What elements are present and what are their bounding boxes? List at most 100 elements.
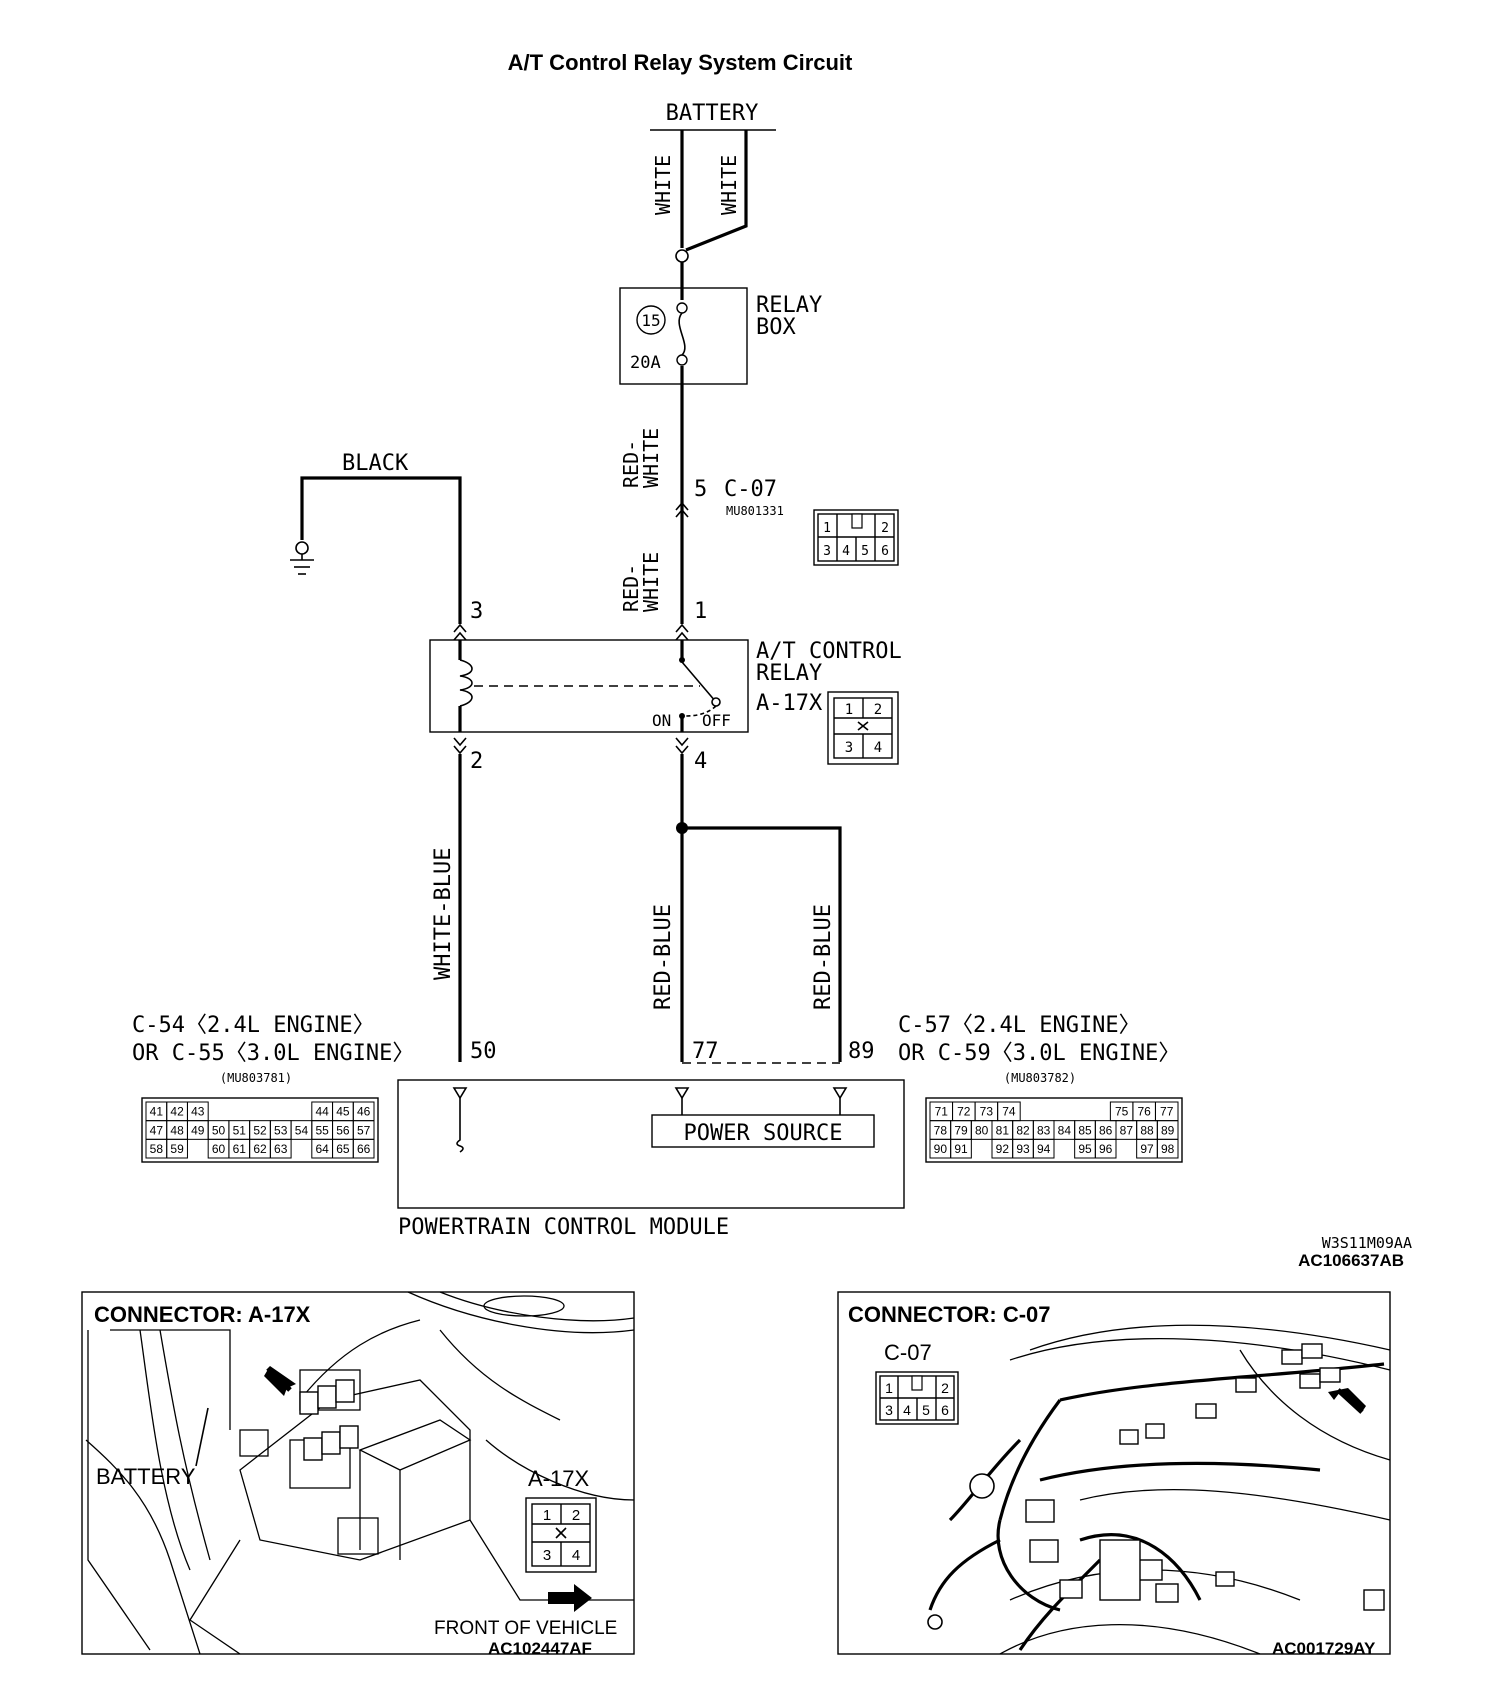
wire-color-red-blue-left: RED-BLUE bbox=[651, 904, 676, 1010]
figure-code-2: AC106637AB bbox=[1298, 1251, 1404, 1270]
a17x-pin-1: 1 bbox=[845, 702, 853, 718]
c07-name: C-07 bbox=[724, 477, 777, 502]
relay-pin2-mark bbox=[453, 737, 467, 755]
right-conn-pin-number: 96 bbox=[1099, 1142, 1113, 1156]
pcm-terminal-marks bbox=[452, 1087, 848, 1153]
left-conn-pin-number: 43 bbox=[191, 1105, 205, 1119]
right-conn-pin-number: 74 bbox=[1002, 1105, 1016, 1119]
left-conn-pin-number: 49 bbox=[191, 1123, 205, 1137]
panel-c07-heading: CONNECTOR: C-07 bbox=[848, 1302, 1051, 1327]
relay-pin4-mark bbox=[675, 737, 689, 755]
left-conn-pin-number: 45 bbox=[336, 1105, 350, 1119]
c07-pin-6: 6 bbox=[881, 544, 889, 559]
a17x-pin-2: 2 bbox=[874, 702, 882, 718]
power-source-label: POWER SOURCE bbox=[684, 1121, 843, 1146]
panel-c07-connector: C-07 bbox=[884, 1340, 932, 1365]
fuse-number: 15 bbox=[641, 311, 660, 330]
left-conn-cavity bbox=[166, 1138, 188, 1159]
right-conn-pin-number: 80 bbox=[975, 1123, 989, 1137]
engine-bay-illustration bbox=[85, 1291, 635, 1655]
relay-box-label-1: RELAY bbox=[756, 293, 822, 318]
ground-icon bbox=[290, 541, 314, 575]
pcm-pin-50: 50 bbox=[470, 1039, 497, 1064]
left-conn-part: (MU803781) bbox=[220, 1071, 292, 1085]
left-conn-pin-number: 53 bbox=[274, 1123, 288, 1137]
relay-pin3-mark bbox=[453, 623, 467, 641]
a17x-pin-4: 4 bbox=[874, 740, 882, 756]
left-conn-pin-number: 48 bbox=[170, 1123, 184, 1137]
left-conn-pin-number: 61 bbox=[233, 1142, 247, 1156]
right-conn-pin-number: 86 bbox=[1099, 1123, 1113, 1137]
c07-pin-1: 1 bbox=[823, 521, 831, 536]
panel-c07-pin-1: 1 bbox=[885, 1380, 893, 1396]
right-conn-pin-number: 72 bbox=[957, 1105, 971, 1119]
panel-a17x-heading: CONNECTOR: A-17X bbox=[94, 1302, 311, 1327]
panel-a17x-code: AC102447AF bbox=[488, 1639, 592, 1658]
right-conn-pin-number: 90 bbox=[934, 1142, 948, 1156]
splice-red-blue bbox=[676, 822, 688, 834]
right-conn-line-2: OR C-59〈3.0L ENGINE〉 bbox=[898, 1041, 1180, 1066]
right-conn-pin-number: 84 bbox=[1058, 1123, 1072, 1137]
left-conn-pin-number: 58 bbox=[150, 1142, 164, 1156]
relay-pin-2: 2 bbox=[470, 749, 483, 774]
right-conn-pin-number: 71 bbox=[935, 1105, 949, 1119]
wire-red-blue-right bbox=[682, 826, 842, 1062]
panel-connector-a17x: CONNECTOR: A-17X bbox=[81, 1291, 635, 1658]
right-conn-pin-number: 82 bbox=[1016, 1123, 1030, 1137]
right-conn-pin-number: 88 bbox=[1140, 1123, 1154, 1137]
left-conn-pin-number: 50 bbox=[212, 1123, 226, 1137]
left-conn-pin-number: 65 bbox=[336, 1142, 350, 1156]
battery-leader bbox=[195, 1407, 209, 1467]
relay-box-label-2: BOX bbox=[756, 315, 796, 340]
right-conn-pin-number: 73 bbox=[980, 1105, 994, 1119]
left-conn-cavity bbox=[269, 1138, 292, 1159]
c07-pin-4: 4 bbox=[842, 544, 850, 559]
left-conn-pin-number: 55 bbox=[316, 1123, 330, 1137]
relay-pin-4: 4 bbox=[694, 749, 707, 774]
c07-pin-2: 2 bbox=[881, 521, 889, 536]
left-conn-pin-number: 41 bbox=[150, 1105, 164, 1119]
powertrain-control-module bbox=[397, 1079, 905, 1209]
c07-part: MU801331 bbox=[726, 504, 784, 518]
wire-color-red-blue-right: RED-BLUE bbox=[811, 904, 836, 1010]
panel-c07-pin-3: 3 bbox=[885, 1402, 893, 1418]
relay-block-illustration bbox=[299, 1379, 359, 1461]
page-title: A/T Control Relay System Circuit bbox=[508, 50, 853, 75]
battery-label: BATTERY bbox=[666, 101, 759, 126]
panel-a17x-pin-4: 4 bbox=[572, 1547, 580, 1564]
left-conn-pin-number: 59 bbox=[170, 1142, 184, 1156]
relay-pin-3: 3 bbox=[470, 599, 483, 624]
a17x-connector-face bbox=[827, 691, 899, 765]
wire-color-white-blue: WHITE-BLUE bbox=[431, 848, 456, 980]
relay-connector-name: A-17X bbox=[756, 691, 823, 716]
wire-color-white-right: WHITE bbox=[717, 155, 741, 215]
relay-switch-arc bbox=[685, 705, 717, 717]
fuse-rating: 20A bbox=[630, 353, 661, 373]
left-conn-cavity bbox=[352, 1138, 375, 1159]
wire-label-line: WHITE bbox=[639, 428, 663, 488]
right-conn-pin-number: 89 bbox=[1161, 1123, 1175, 1137]
wire-label-line: WHITE bbox=[639, 552, 663, 612]
left-conn-pin-number: 63 bbox=[274, 1142, 288, 1156]
relay-coil-icon bbox=[459, 659, 473, 707]
right-conn-pin-number: 98 bbox=[1161, 1142, 1175, 1156]
at-control-relay bbox=[429, 639, 749, 733]
fuse-icon bbox=[678, 312, 686, 356]
right-conn-pin-number: 95 bbox=[1078, 1142, 1092, 1156]
right-conn-line-1: C-57〈2.4L ENGINE〉 bbox=[898, 1013, 1141, 1038]
front-arrow-icon bbox=[548, 1584, 592, 1612]
panel-c07-pin-2: 2 bbox=[941, 1380, 949, 1396]
right-conn-pin-number: 83 bbox=[1037, 1123, 1051, 1137]
c07-pin-5: 5 bbox=[861, 544, 869, 559]
left-conn-pin-number: 52 bbox=[253, 1123, 267, 1137]
harness-illustration bbox=[999, 1324, 1391, 1655]
right-conn-pin-number: 94 bbox=[1037, 1142, 1051, 1156]
figure-code-1: W3S11M09AA bbox=[1322, 1234, 1412, 1252]
fuse-number-ring bbox=[636, 305, 666, 335]
left-conn-pin-number: 54 bbox=[295, 1123, 309, 1137]
left-conn-pin-number: 57 bbox=[357, 1123, 371, 1137]
left-conn-pin-number: 46 bbox=[357, 1105, 371, 1119]
relay-switch-arm bbox=[681, 661, 717, 703]
